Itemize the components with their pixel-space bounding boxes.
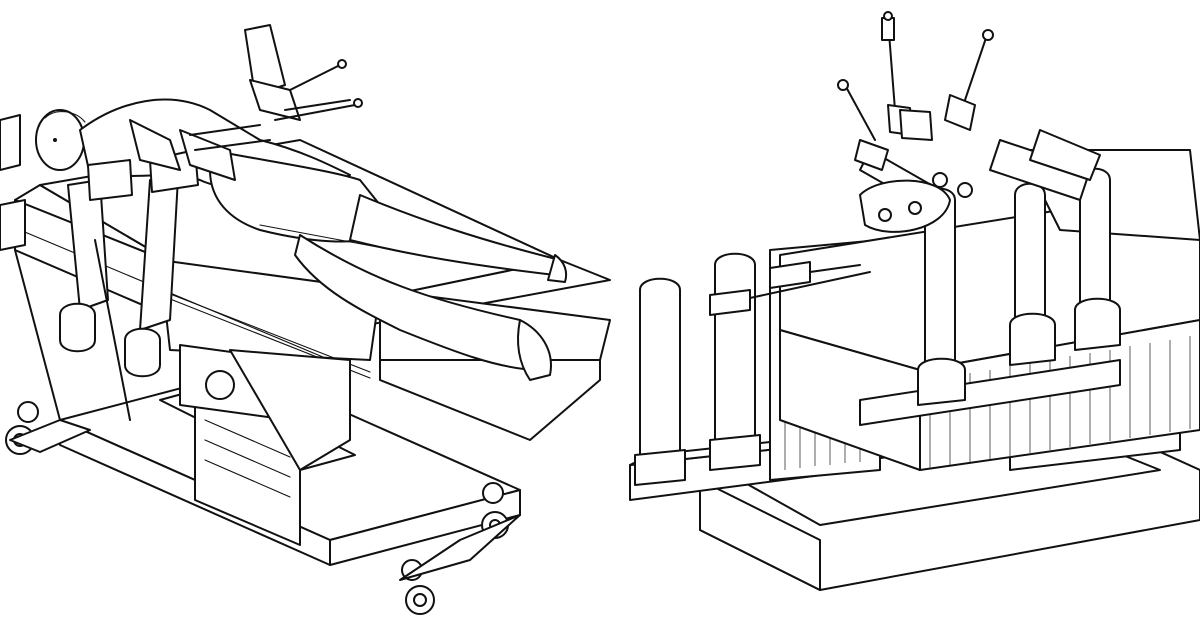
robotic-arms-left bbox=[0, 24, 363, 421]
figure-right-robotic-cart bbox=[620, 0, 1200, 630]
cart-arms-left bbox=[634, 252, 871, 486]
table-wheels bbox=[5, 401, 521, 615]
cart-instruments bbox=[837, 11, 994, 233]
robotic-cart-drawing bbox=[629, 11, 1200, 591]
table-pedestal bbox=[179, 344, 351, 471]
surgical-table-drawing bbox=[0, 24, 611, 615]
cart-cabinet bbox=[779, 149, 1200, 471]
cart-arms-right bbox=[859, 129, 1121, 406]
figure-left-surgical-table bbox=[0, 24, 611, 615]
